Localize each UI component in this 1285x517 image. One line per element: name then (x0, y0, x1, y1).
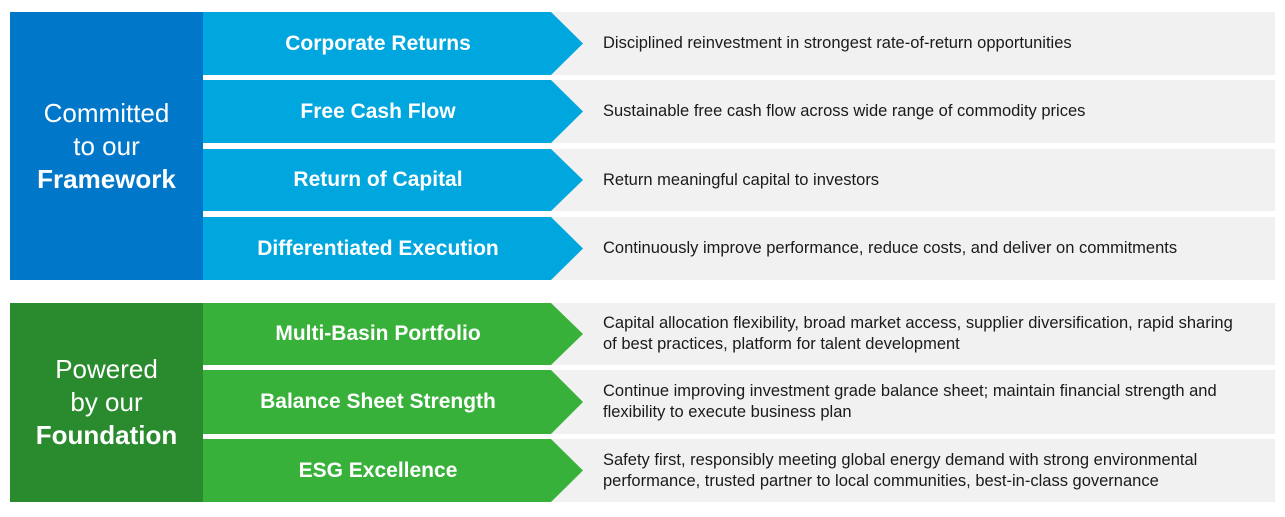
row-description: Sustainable free cash flow across wide r… (603, 102, 1086, 120)
foundation-row-balance-sheet-strength: Balance Sheet Strength Continue improvin… (203, 370, 1275, 434)
framework-label-line3: Framework (37, 163, 176, 194)
arrow-label: Return of Capital (203, 149, 583, 211)
row-description: Return meaningful capital to investors (603, 170, 880, 189)
row-description: Continue improving investment grade bala… (603, 382, 1217, 421)
foundation-row-esg-excellence: ESG Excellence Safety first, responsibly… (203, 439, 1275, 502)
row-description: Capital allocation flexibility, broad ma… (603, 314, 1233, 353)
framework-row-return-of-capital: Return of Capital Return meaningful capi… (203, 149, 1275, 211)
description-background (551, 303, 1275, 365)
row-description: Safety first, responsibly meeting global… (603, 450, 1198, 490)
foundation-row-multi-basin-portfolio: Multi-Basin Portfolio Capital allocation… (203, 303, 1275, 365)
row-description: Continuously improve performance, reduce… (603, 239, 1178, 257)
arrow-label: Differentiated Execution (203, 217, 583, 280)
framework-row-corporate-returns: Corporate Returns Disciplined reinvestme… (203, 12, 1275, 75)
description-background (551, 80, 1275, 143)
foundation-section: Powered by our Foundation Multi-Basin Po… (10, 303, 1275, 502)
arrow-label: Balance Sheet Strength (203, 370, 583, 434)
arrow-label: ESG Excellence (203, 439, 583, 502)
framework-label-line1: Committed (43, 97, 170, 128)
framework-label: Committed to our Framework (10, 12, 203, 280)
arrow-label: Multi-Basin Portfolio (203, 303, 583, 365)
foundation-label-line3: Foundation (35, 420, 178, 450)
description-background (551, 149, 1275, 211)
foundation-label-line2: by our (70, 387, 143, 417)
framework-label-line2: to our (73, 130, 140, 161)
description-background (551, 12, 1275, 75)
arrow-label: Corporate Returns (203, 12, 583, 75)
row-description: Disciplined reinvestment in strongest ra… (603, 34, 1072, 52)
description-background (551, 370, 1275, 434)
foundation-label: Powered by our Foundation (10, 303, 203, 502)
description-background (551, 439, 1275, 502)
description-background (551, 217, 1275, 280)
framework-row-free-cash-flow: Free Cash Flow Sustainable free cash flo… (203, 80, 1275, 143)
framework-row-differentiated-execution: Differentiated Execution Continuously im… (203, 217, 1275, 280)
arrow-label: Free Cash Flow (203, 80, 583, 143)
framework-section: Committed to our Framework Corporate Ret… (10, 12, 1275, 280)
foundation-label-line1: Powered (55, 354, 158, 384)
